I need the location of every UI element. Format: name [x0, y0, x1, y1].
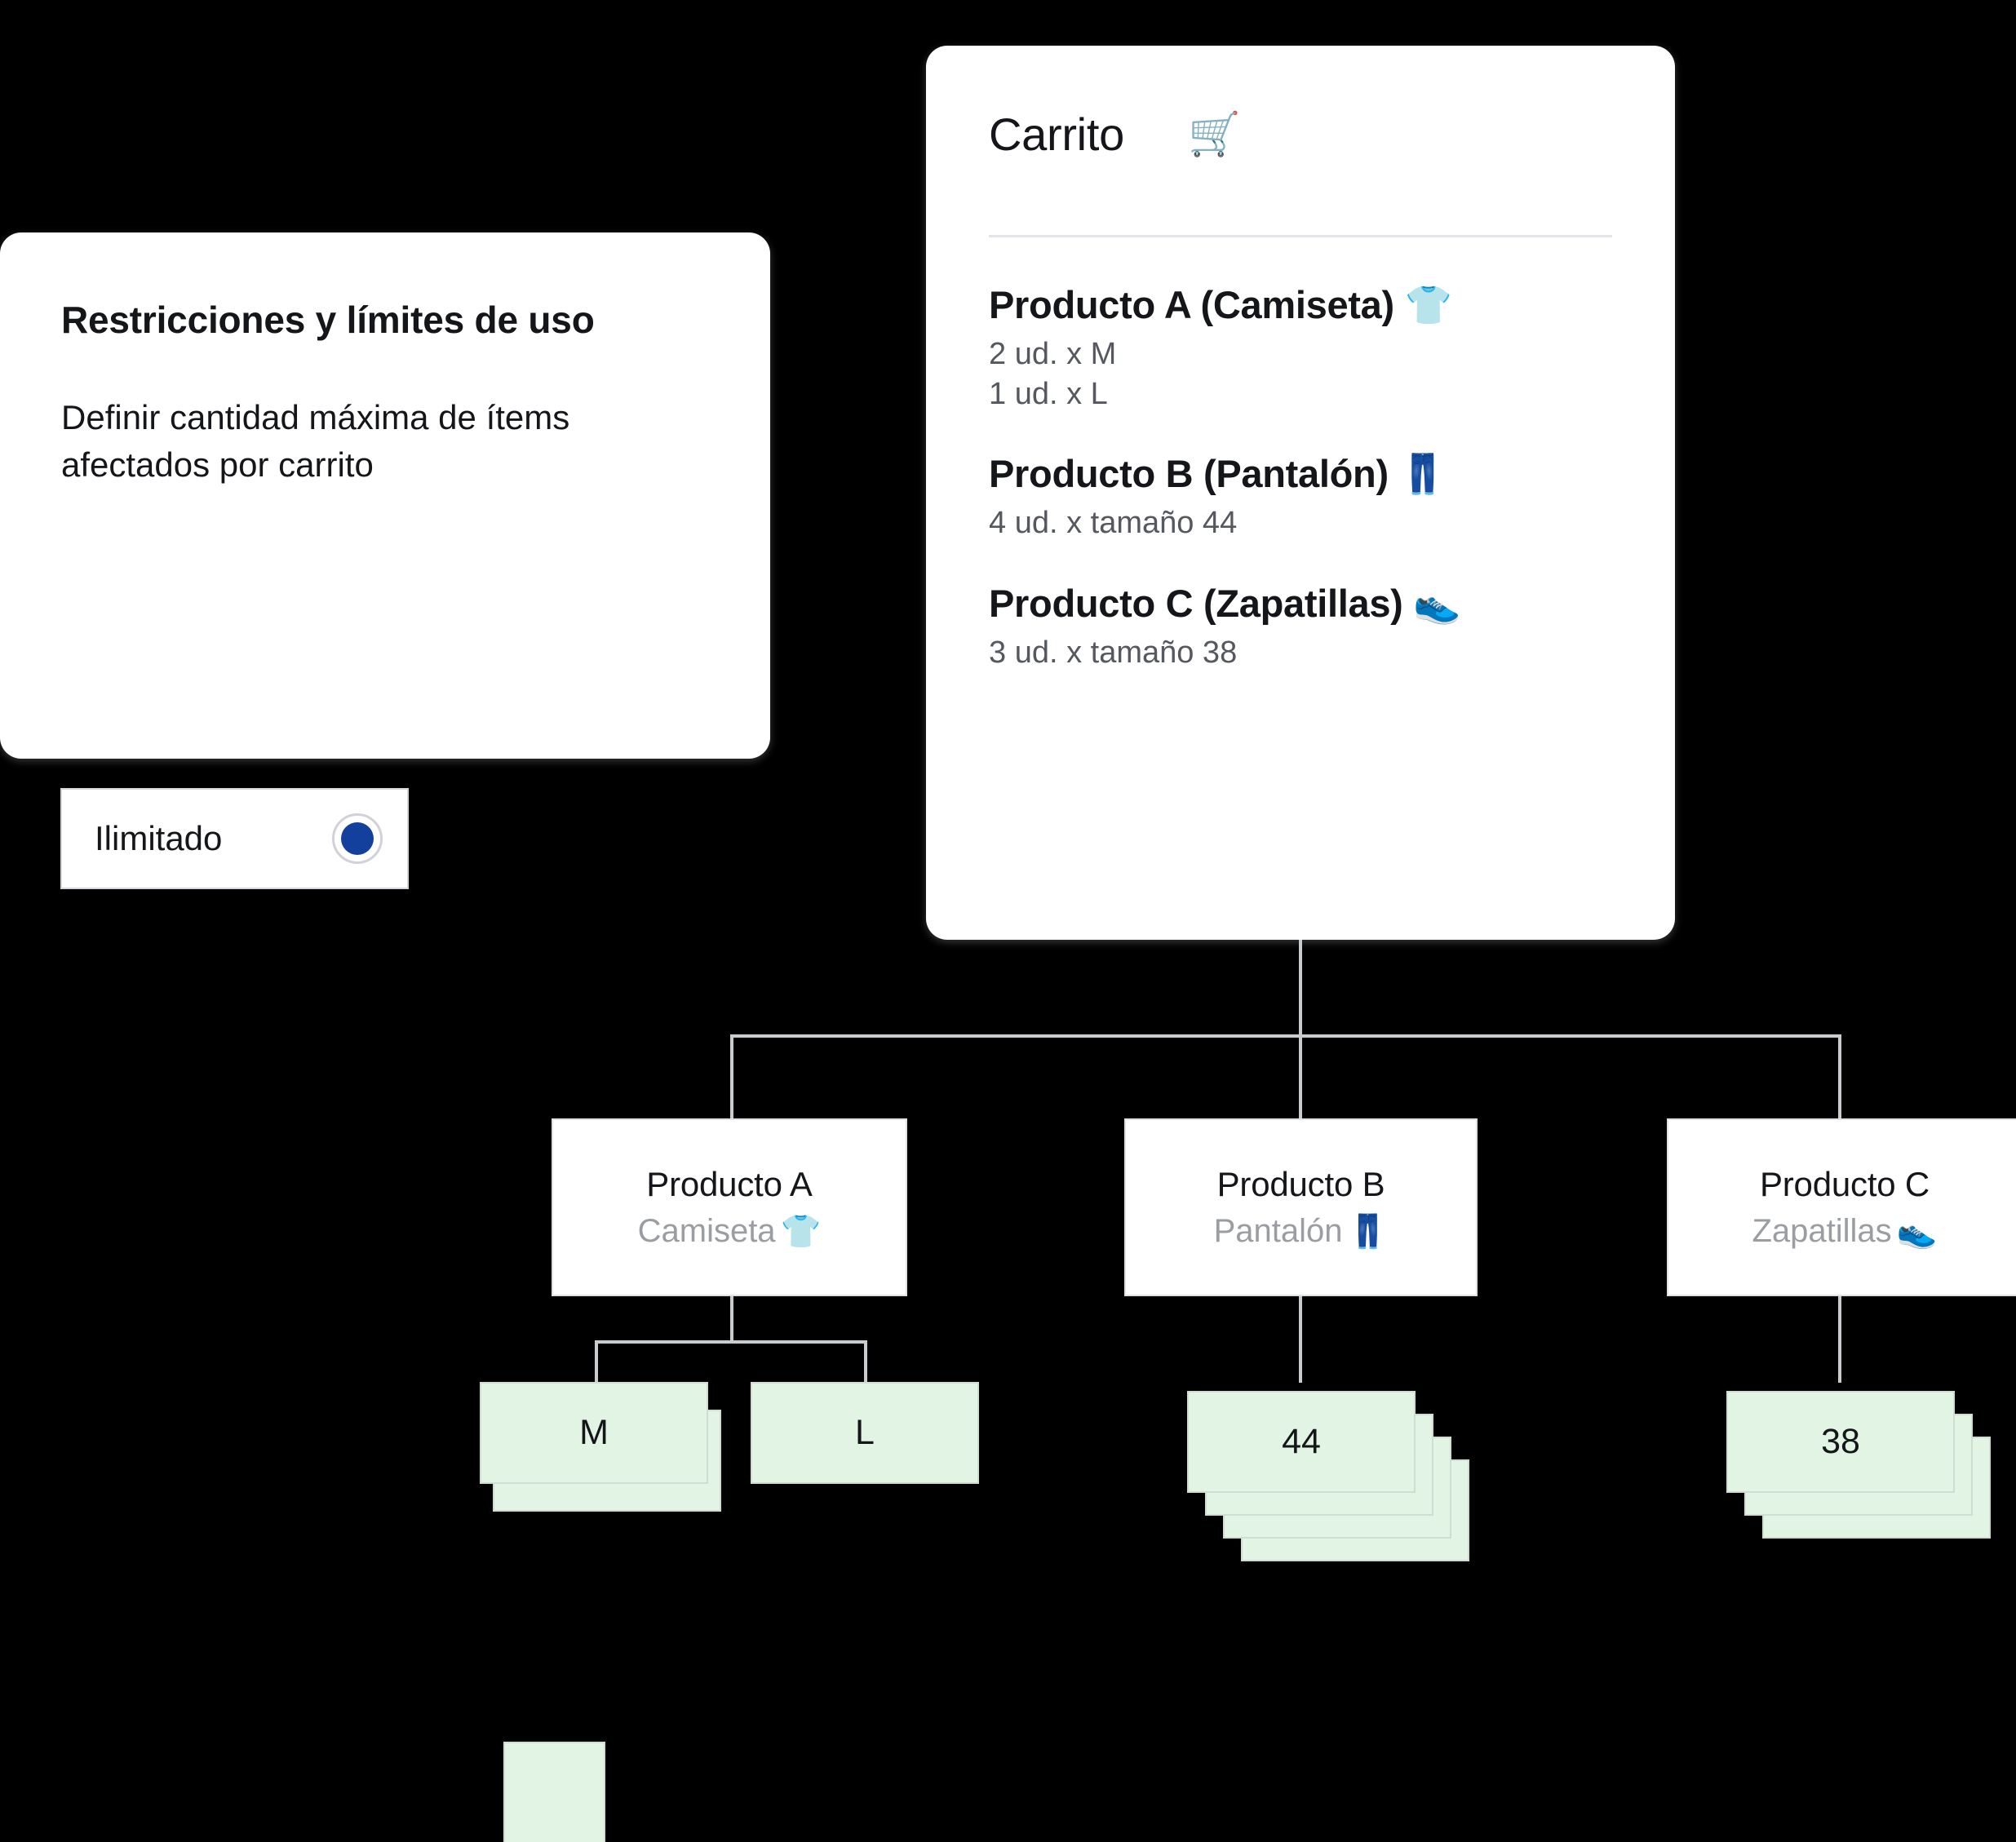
cart-header: Carrito 🛒 — [989, 108, 1241, 161]
size-card-label: 38 — [1821, 1422, 1860, 1461]
size-stack-m[interactable]: M — [480, 1382, 721, 1545]
product-node-title: Producto B — [1216, 1164, 1385, 1203]
size-card-label: L — [855, 1413, 875, 1452]
connector-drop-product-b — [1299, 1034, 1302, 1120]
connector-cart-stem — [1299, 940, 1302, 1036]
cart-item-name: Producto B (Pantalón) 👖 — [989, 451, 1642, 497]
restrictions-panel: Restricciones y límites de uso Definir c… — [0, 232, 770, 889]
radio-selected-dot — [341, 822, 374, 855]
connector-products-bus — [730, 1034, 1841, 1038]
t-shirt-icon: 👕 — [1404, 283, 1453, 326]
cart-item-name-text: Producto A (Camiseta) — [989, 283, 1394, 326]
cart-item-qty-line: 2 ud. x M — [989, 337, 1117, 371]
connector-a-bus — [595, 1340, 867, 1344]
cart-panel: Carrito 🛒 Producto A (Camiseta) 👕 2 ud. … — [926, 46, 1675, 940]
connector-drop-product-c — [1838, 1034, 1841, 1120]
size-stack-l[interactable]: L — [751, 1382, 979, 1545]
cart-item-qty-line: 4 ud. x tamaño 44 — [989, 506, 1238, 541]
cart-item-qty-line: 1 ud. x L — [989, 376, 1108, 411]
product-node-subtitle: Pantalón 👖 — [1214, 1212, 1389, 1251]
product-node-subtitle-text: Camiseta — [637, 1212, 776, 1249]
sneaker-icon: 👟 — [1896, 1213, 1938, 1250]
cart-item-name-text: Producto C (Zapatillas) — [989, 581, 1403, 625]
product-node-subtitle: Zapatillas 👟 — [1752, 1212, 1937, 1251]
size-card-label: M — [579, 1413, 609, 1452]
size-card-label: 44 — [1282, 1422, 1321, 1461]
product-node-subtitle: Camiseta 👕 — [638, 1212, 822, 1251]
cart-item-qty-line: 3 ud. x tamaño 38 — [989, 635, 1238, 670]
product-node-subtitle-text: Pantalón — [1213, 1212, 1343, 1249]
cart-item: Producto A (Camiseta) 👕 2 ud. x M 1 ud. … — [989, 282, 1642, 414]
restrictions-title: Restricciones y límites de uso — [61, 299, 595, 341]
cart-item-name: Producto A (Camiseta) 👕 — [989, 282, 1642, 328]
jeans-icon: 👖 — [1347, 1213, 1389, 1250]
jeans-icon: 👖 — [1398, 452, 1447, 496]
connector-drop-size-m — [595, 1340, 598, 1383]
size-card-partial — [503, 1742, 605, 1842]
sneaker-icon: 👟 — [1413, 581, 1461, 625]
product-node-b[interactable]: Producto B Pantalón 👖 — [1124, 1118, 1478, 1296]
cart-item-name-text: Producto B (Pantalón) — [989, 452, 1389, 496]
product-node-subtitle-text: Zapatillas — [1752, 1212, 1892, 1249]
size-stack-44[interactable]: 44 — [1187, 1391, 1469, 1561]
cart-item: Producto B (Pantalón) 👖 4 ud. x tamaño 4… — [989, 451, 1642, 543]
connector-a-stem — [730, 1296, 733, 1342]
connector-drop-product-a — [730, 1034, 733, 1120]
connector-b-stem — [1299, 1296, 1302, 1383]
cart-item-name: Producto C (Zapatillas) 👟 — [989, 581, 1642, 627]
product-node-c[interactable]: Producto C Zapatillas 👟 — [1667, 1118, 2016, 1296]
product-node-title: Producto C — [1759, 1164, 1930, 1203]
restrictions-description: Definir cantidad máxima de ítems afectad… — [61, 398, 570, 484]
unlimited-label: Ilimitado — [95, 819, 223, 857]
size-card-front — [1726, 1391, 1955, 1493]
cart-item-list: Producto A (Camiseta) 👕 2 ud. x M 1 ud. … — [989, 282, 1642, 673]
cart-title: Carrito — [989, 108, 1124, 160]
connector-c-stem — [1838, 1296, 1841, 1383]
product-node-a[interactable]: Producto A Camiseta 👕 — [552, 1118, 907, 1296]
connector-drop-size-l — [864, 1340, 867, 1383]
shopping-cart-icon: 🛒 — [1187, 110, 1241, 158]
unlimited-radio-button[interactable] — [332, 813, 383, 864]
size-card-front — [480, 1382, 708, 1484]
unlimited-quantity-selector[interactable]: Ilimitado — [60, 788, 409, 889]
size-card-front — [1187, 1391, 1416, 1493]
cart-divider — [989, 235, 1612, 237]
t-shirt-icon: 👕 — [780, 1213, 822, 1250]
size-card-front — [751, 1382, 979, 1484]
cart-item: Producto C (Zapatillas) 👟 3 ud. x tamaño… — [989, 581, 1642, 673]
product-node-title: Producto A — [646, 1164, 813, 1203]
size-stack-38[interactable]: 38 — [1726, 1391, 1991, 1554]
